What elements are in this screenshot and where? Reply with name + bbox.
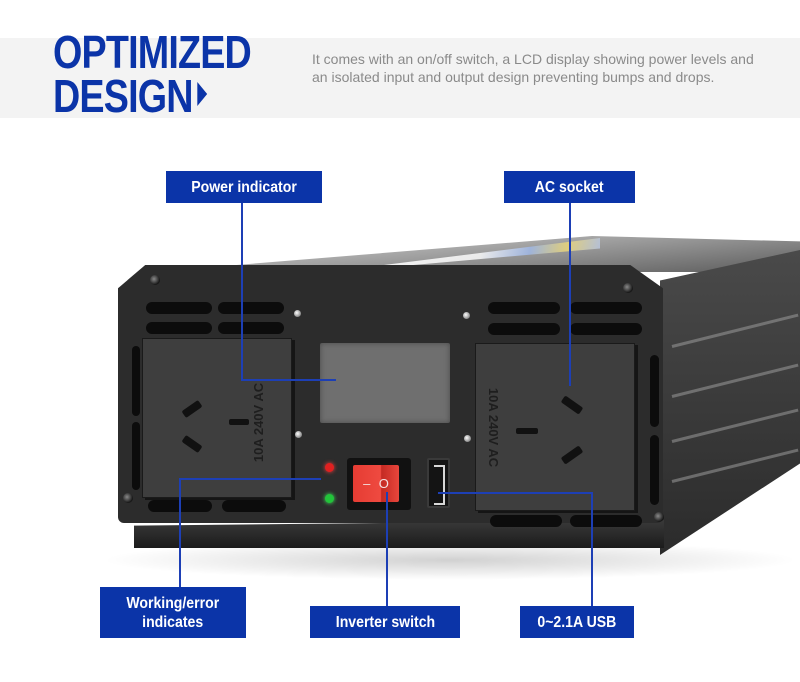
usb-port[interactable] [427, 458, 450, 508]
screw-icon [123, 493, 133, 503]
callout-working-error-line1: Working/error [126, 594, 220, 612]
vent [650, 355, 659, 427]
headline-line-2-text: DESIGN [53, 70, 194, 122]
callout-line-led [179, 478, 181, 589]
callout-line-usb [438, 492, 593, 494]
callout-working-error-line2: indicates [142, 613, 204, 631]
socket-rating-label: 10A 240V AC [486, 387, 502, 468]
callout-line-power [241, 379, 336, 381]
callout-line-power [241, 203, 243, 381]
vent [570, 515, 642, 527]
socket-pin [560, 445, 584, 465]
stud [295, 431, 302, 438]
vent [650, 435, 659, 505]
callout-line-usb [591, 492, 593, 607]
headline-line-2: DESIGN [53, 73, 251, 119]
vent [132, 422, 140, 490]
headline: OPTIMIZED DESIGN [53, 26, 252, 119]
callout-ac-socket: AC socket [504, 171, 635, 203]
stud [463, 312, 470, 319]
callout-usb-text: 0~2.1A USB [537, 613, 617, 631]
socket-pin [181, 399, 203, 419]
vent [132, 346, 140, 416]
callout-working-error: Working/error indicates [100, 587, 246, 638]
triangle-right-icon [197, 82, 208, 106]
error-led [325, 463, 334, 472]
callout-power-indicator-text: Power indicator [191, 178, 297, 196]
vent [570, 323, 642, 335]
vent [570, 302, 642, 314]
vent [490, 515, 562, 527]
callout-line-ac [569, 203, 571, 386]
callout-power-indicator: Power indicator [166, 171, 322, 203]
vent [222, 500, 286, 512]
callout-line-led [179, 478, 321, 480]
stud [294, 310, 301, 317]
socket-pin [229, 419, 249, 425]
socket-rating-label: 10A 240V AC [251, 382, 267, 463]
switch-off-symbol: – [363, 476, 371, 491]
vent [146, 322, 212, 334]
socket-pin [516, 428, 538, 434]
lcd-display [320, 343, 450, 423]
callout-inverter-switch-text: Inverter switch [335, 613, 435, 631]
callout-inverter-switch: Inverter switch [310, 606, 460, 638]
vent [146, 302, 212, 314]
working-led [325, 494, 334, 503]
vent [218, 302, 284, 314]
header-band [0, 38, 800, 118]
headline-line-1: OPTIMIZED [53, 26, 252, 78]
description-text: It comes with an on/off switch, a LCD di… [312, 51, 754, 85]
vent [488, 302, 560, 314]
ac-socket-left[interactable]: 10A 240V AC [142, 338, 292, 498]
callout-ac-socket-text: AC socket [535, 178, 604, 196]
inverter-power-switch[interactable]: – O [353, 465, 399, 502]
screw-icon [654, 512, 664, 522]
vent [218, 322, 284, 334]
screw-icon [150, 275, 160, 285]
screw-icon [623, 283, 633, 293]
switch-on-symbol: O [378, 476, 389, 491]
ac-socket-right[interactable]: 10A 240V AC [475, 343, 635, 511]
stud [464, 435, 471, 442]
socket-pin [181, 434, 203, 454]
socket-pin [560, 395, 584, 415]
callout-usb: 0~2.1A USB [520, 606, 634, 638]
callout-line-switch [386, 492, 388, 607]
device-side-heatsink [660, 250, 800, 555]
vent [488, 323, 560, 335]
